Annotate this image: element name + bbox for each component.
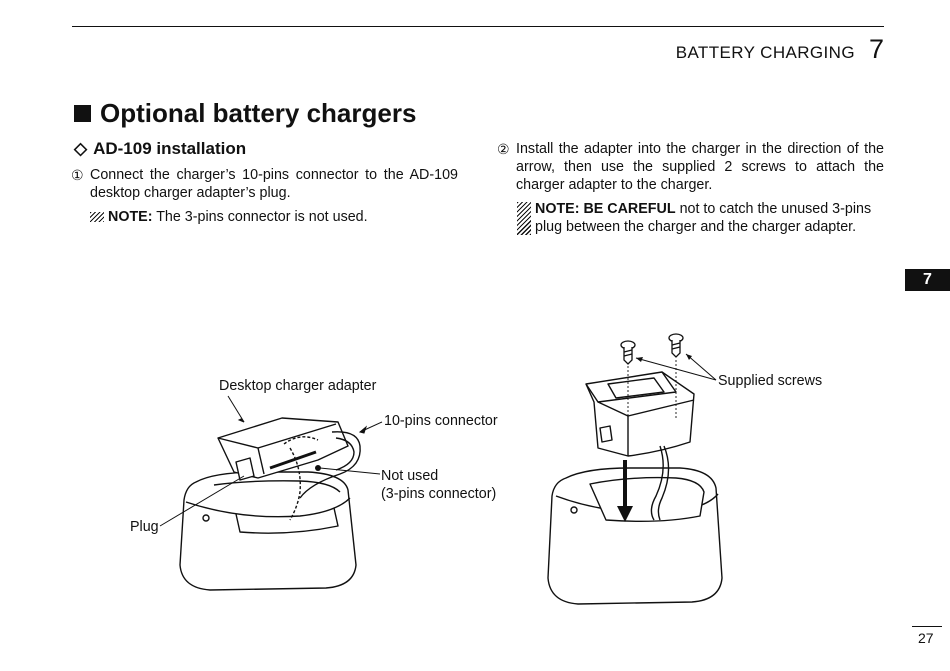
step-1-text: Connect the charger’s 10-pins connector …: [90, 167, 458, 201]
screw-guides: [627, 360, 677, 424]
charger-adapter-left: [217, 417, 361, 521]
note-hatch-icon: [517, 202, 531, 235]
subsection-title: ◇ AD-109 installation: [74, 139, 246, 159]
section-name: BATTERY CHARGING: [675, 43, 855, 62]
note-2-label: NOTE: BE CAREFUL: [535, 201, 676, 217]
label-not-used: Not used: [381, 468, 439, 484]
page-number: 27: [918, 630, 934, 646]
chapter-number: 7: [868, 34, 884, 64]
note-1: NOTE: The 3-pins connector is not used.: [90, 208, 460, 226]
label-supplied-screws: Supplied screws: [718, 373, 823, 389]
diamond-icon: ◇: [74, 139, 88, 158]
charger-adapter-right: [585, 371, 695, 521]
note-1-text: The 3-pins connector is not used.: [152, 209, 368, 225]
note-2: NOTE: BE CAREFUL not to catch the unused…: [516, 200, 884, 236]
label-10-pins-connector: 10-pins connector: [384, 413, 498, 429]
label-plug: Plug: [130, 519, 159, 535]
footer-rule: [912, 626, 942, 627]
step-2-marker: ②: [497, 141, 510, 157]
chapter-tab: 7: [905, 269, 950, 291]
subsection-title-text: AD-109 installation: [93, 139, 247, 158]
step-2: ② Install the adapter into the charger i…: [497, 140, 884, 194]
leader-lines-right: [635, 353, 717, 381]
black-square-icon: [74, 105, 91, 122]
note-1-label: NOTE:: [108, 209, 153, 225]
section-title: Optional battery chargers: [74, 98, 416, 129]
section-title-text: Optional battery chargers: [100, 98, 417, 128]
header-rule: [72, 26, 884, 27]
note-2-text: not to catch the unused 3-pins plug betw…: [535, 201, 872, 235]
page-header: BATTERY CHARGING 7: [676, 34, 884, 65]
screw-icons: [620, 333, 684, 365]
charger-base-right: [547, 467, 723, 605]
label-desktop-charger-adapter: Desktop charger adapter: [219, 378, 377, 394]
step-1-marker: ①: [71, 167, 84, 183]
insert-arrowhead: [617, 506, 633, 522]
note-hatch-icon: [90, 212, 104, 222]
leader-lines-left: [159, 395, 383, 527]
step-2-text: Install the adapter into the charger in …: [516, 141, 884, 193]
step-1: ① Connect the charger’s 10-pins connecto…: [71, 166, 458, 202]
charger-base-left: [179, 471, 357, 591]
label-3-pins-connector: (3-pins connector): [381, 486, 497, 502]
not-used-connector-dot: [315, 465, 321, 471]
